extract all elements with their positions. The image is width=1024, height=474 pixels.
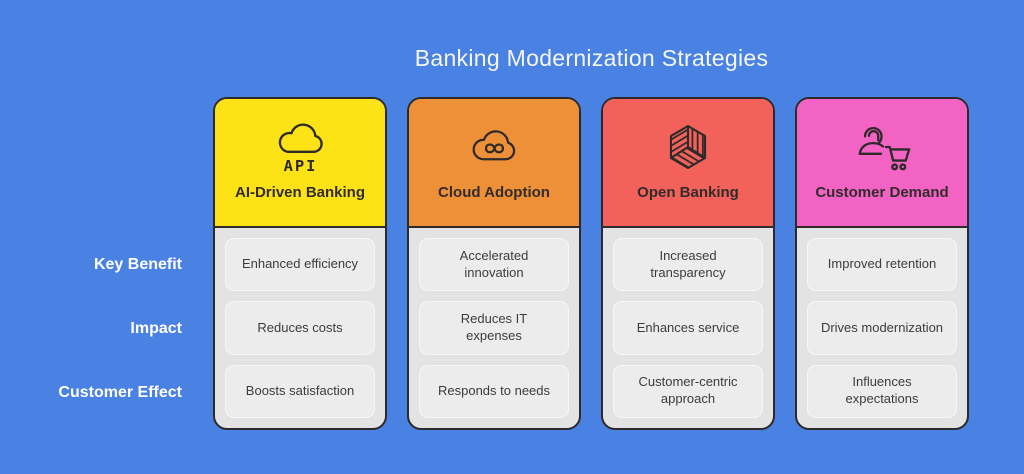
row-label-key-benefit: Key Benefit [93, 255, 182, 273]
card-cloud-adoption: Cloud Adoption Accelerated innovation Re… [407, 97, 581, 430]
card-ai-driven-banking: API AI-Driven Banking Enhanced efficienc… [213, 97, 387, 430]
cell-impact: Reduces costs [225, 301, 375, 355]
card-title: AI-Driven Banking [234, 183, 366, 201]
cell-customer-effect: Responds to needs [419, 364, 569, 418]
card-header: Customer Demand [797, 99, 967, 228]
cell-customer-effect: Influences expectations [807, 364, 957, 418]
card-body: Improved retention Drives modernization … [797, 228, 967, 428]
card-title: Customer Demand [815, 183, 949, 201]
card-open-banking: Open Banking Increased transparency Enha… [601, 97, 775, 430]
cell-customer-effect: Customer-centric approach [613, 364, 763, 418]
striped-cube-icon [660, 118, 716, 176]
card-body: Enhanced efficiency Reduces costs Boosts… [215, 228, 385, 428]
cell-impact: Drives modernization [807, 301, 957, 355]
cell-key-benefit: Enhanced efficiency [225, 238, 375, 292]
page-title: Banking Modernization Strategies [414, 45, 769, 71]
row-label-impact: Impact [130, 319, 182, 337]
creative-cloud-icon [464, 118, 524, 176]
card-title: Open Banking [637, 183, 739, 201]
card-header: Open Banking [603, 99, 773, 228]
customer-cart-icon [851, 118, 913, 176]
card-customer-demand: Customer Demand Improved retention Drive… [795, 97, 969, 430]
row-label-customer-effect: Customer Effect [58, 383, 182, 401]
card-header: API AI-Driven Banking [215, 99, 385, 228]
cell-key-benefit: Increased transparency [613, 238, 763, 292]
svg-text:API: API [284, 157, 318, 175]
strategy-columns: API AI-Driven Banking Enhanced efficienc… [213, 97, 969, 430]
api-cloud-icon: API [269, 118, 331, 176]
card-body: Increased transparency Enhances service … [603, 228, 773, 428]
cell-key-benefit: Improved retention [807, 238, 957, 292]
card-body: Accelerated innovation Reduces IT expens… [409, 228, 579, 428]
cell-customer-effect: Boosts satisfaction [225, 364, 375, 418]
cell-impact: Enhances service [613, 301, 763, 355]
cell-key-benefit: Accelerated innovation [419, 238, 569, 292]
card-header: Cloud Adoption [409, 99, 579, 228]
card-title: Cloud Adoption [438, 183, 550, 201]
cell-impact: Reduces IT expenses [419, 301, 569, 355]
